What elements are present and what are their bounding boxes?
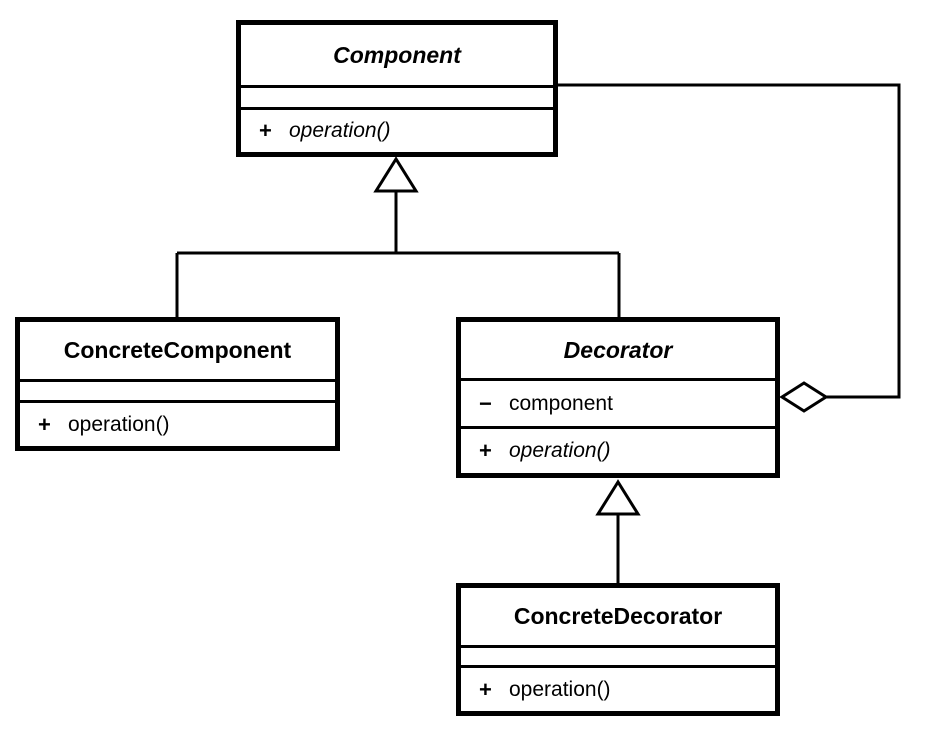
method-name-operation: operation() bbox=[509, 677, 611, 701]
class-title-compartment-decorator: Decorator bbox=[461, 322, 775, 378]
class-methods-compartment-concrete-decorator: + operation() bbox=[461, 665, 775, 711]
generalization-arrowhead-decorator bbox=[595, 479, 641, 516]
method-name-operation: operation() bbox=[68, 412, 170, 436]
class-methods-compartment-decorator: + operation() bbox=[461, 426, 775, 473]
class-name-concrete-component: ConcreteComponent bbox=[63, 337, 292, 363]
class-name-decorator: Decorator bbox=[563, 336, 673, 363]
class-methods-compartment-concrete-component: + operation() bbox=[20, 400, 335, 446]
generalization-decorator-concrete-decorator bbox=[595, 479, 641, 585]
visibility-marker: + bbox=[479, 438, 492, 463]
class-box-concrete-component[interactable]: ConcreteComponent + operation() bbox=[15, 317, 340, 451]
class-attributes-compartment-concrete-decorator bbox=[461, 645, 775, 665]
generalization-component-subclasses bbox=[175, 156, 621, 319]
class-box-concrete-decorator[interactable]: ConcreteDecorator + operation() bbox=[456, 583, 780, 716]
visibility-marker: + bbox=[479, 676, 492, 702]
aggregation-decorator-component bbox=[558, 83, 901, 413]
class-attributes-compartment-concrete-component bbox=[20, 379, 335, 400]
class-title-compartment-concrete-component: ConcreteComponent bbox=[20, 322, 335, 379]
class-attributes-compartment-decorator: − component bbox=[461, 378, 775, 426]
class-attributes-compartment-component bbox=[241, 85, 553, 107]
class-name-concrete-decorator: ConcreteDecorator bbox=[513, 603, 723, 629]
aggregation-route bbox=[558, 83, 901, 399]
generalization-arrowhead-component bbox=[373, 156, 419, 193]
class-methods-compartment-component: + operation() bbox=[241, 107, 553, 152]
attribute-name-component: component bbox=[509, 391, 613, 415]
class-name-component: Component bbox=[333, 41, 461, 68]
class-box-component[interactable]: Component + operation() bbox=[236, 20, 558, 157]
class-title-compartment-concrete-decorator: ConcreteDecorator bbox=[461, 588, 775, 645]
visibility-marker: + bbox=[259, 118, 272, 143]
visibility-marker: + bbox=[38, 411, 51, 437]
aggregation-diamond-icon bbox=[779, 381, 829, 413]
visibility-marker: − bbox=[479, 390, 492, 416]
class-title-compartment-component: Component bbox=[241, 25, 553, 85]
method-name-operation: operation() bbox=[289, 119, 391, 142]
class-box-decorator[interactable]: Decorator − component + operation() bbox=[456, 317, 780, 478]
method-name-operation: operation() bbox=[509, 439, 611, 462]
